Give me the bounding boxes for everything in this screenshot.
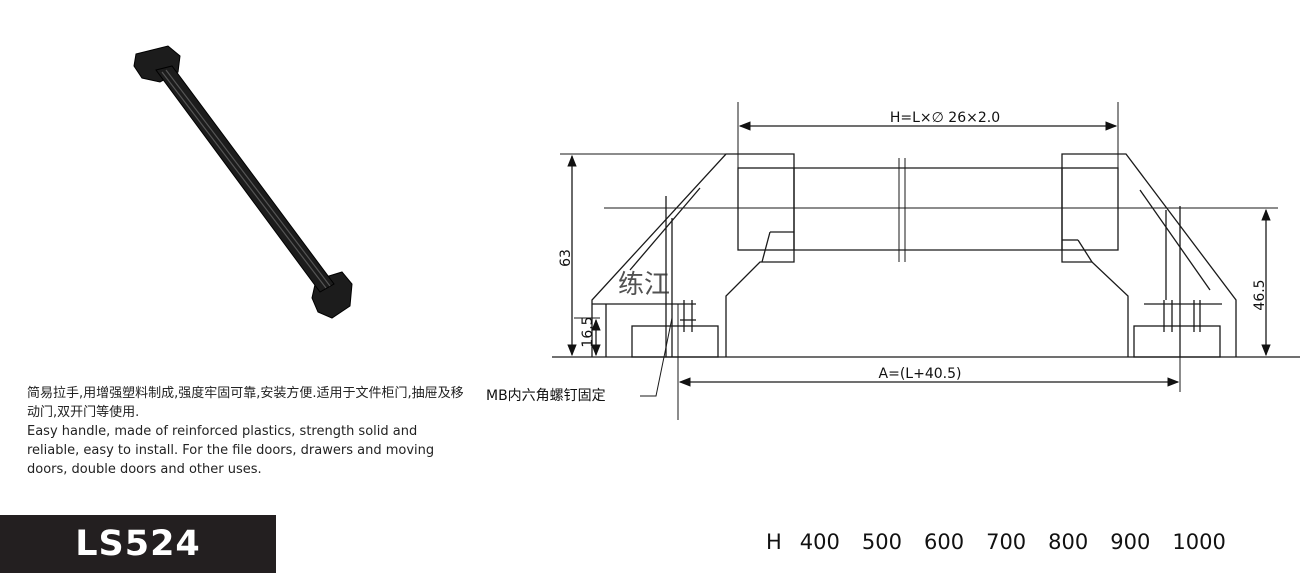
model-label-block: LS524 — [0, 515, 276, 573]
dim-bottom-text: A=(L+40.5) — [879, 366, 962, 382]
size-value: 700 — [986, 530, 1027, 554]
right-tube-end — [1061, 167, 1119, 251]
right-screw-block — [1133, 325, 1221, 358]
watermark: 练江 — [618, 270, 671, 300]
dim-top-text: H=L×∅ 26×2.0 — [890, 110, 1000, 126]
dim-base-text: 16.5 — [580, 316, 596, 347]
screw-note: MB内六角螺钉固定 — [486, 388, 606, 404]
product-description: 简易拉手,用增强塑料制成,强度牢固可靠,安装方便.适用于文件柜门,抽屉及移动门,… — [27, 384, 467, 479]
size-value: 800 — [1048, 530, 1089, 554]
size-value: 600 — [923, 530, 965, 554]
screw-leader — [640, 317, 673, 397]
description-chinese: 简易拉手,用增强塑料制成,强度牢固可靠,安装方便.适用于文件柜门,抽屉及移动门,… — [27, 386, 464, 420]
handle-photo — [133, 45, 353, 319]
left-screw-block — [631, 325, 719, 358]
size-value: 500 — [861, 530, 902, 554]
size-list: H 400 500 600 700 800 900 1000 — [766, 530, 1248, 560]
size-label: H — [766, 530, 782, 554]
description-english: Easy handle, made of reinforced plastics… — [27, 424, 435, 477]
size-value: 900 — [1110, 530, 1151, 554]
size-value: 1000 — [1172, 530, 1226, 554]
size-value: 400 — [799, 530, 840, 554]
left-tube-end — [737, 167, 795, 251]
dim-height-text: 63 — [558, 249, 574, 267]
dim-right-text: 46.5 — [1252, 279, 1268, 310]
model-code: LS524 — [75, 524, 201, 564]
